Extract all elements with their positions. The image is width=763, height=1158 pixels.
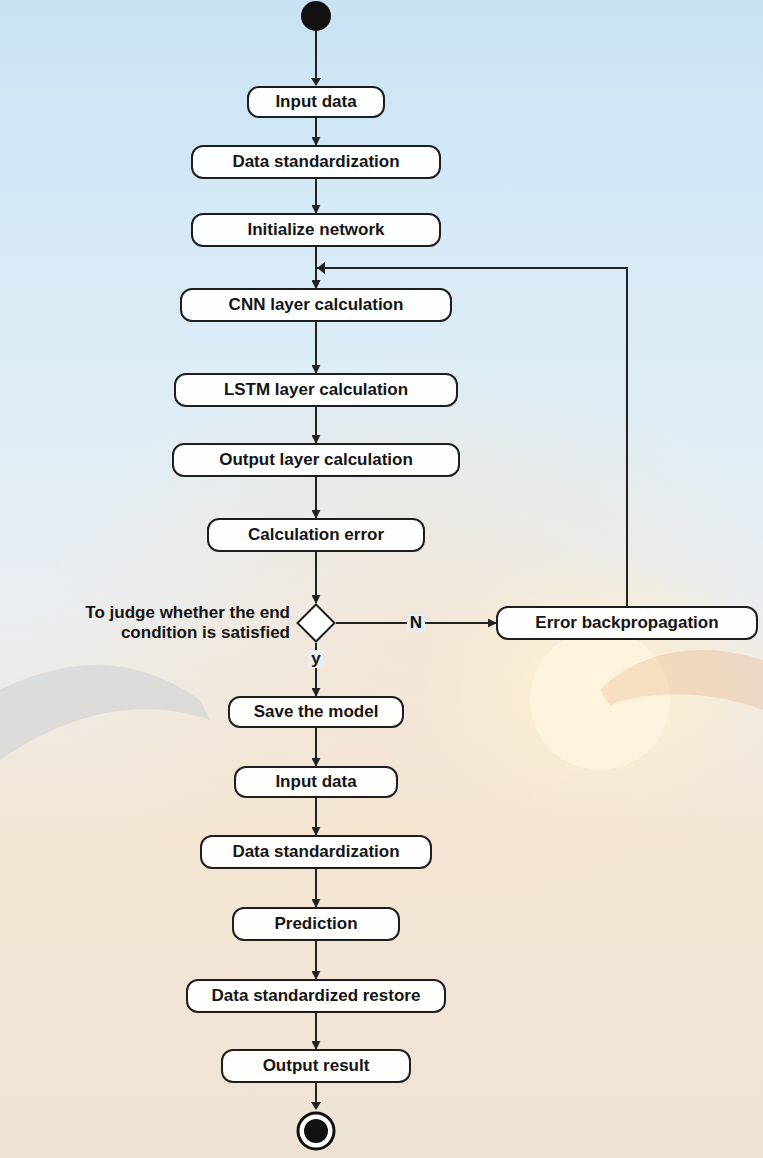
box-label: CNN layer calculation [229, 295, 404, 315]
box-label: Output layer calculation [219, 450, 413, 470]
box-label: Save the model [254, 702, 379, 722]
end-circle [298, 1113, 334, 1149]
flow-arrow [315, 728, 317, 766]
flow-arrow [315, 941, 317, 979]
process-box: Data standardization [200, 835, 432, 869]
process-box: Prediction [232, 907, 400, 941]
box-label: Initialize network [248, 220, 385, 240]
edge-label: N [407, 614, 425, 633]
start-connector [315, 31, 317, 80]
robot-hand [0, 665, 210, 760]
flow-arrow [315, 1013, 317, 1049]
box-label: Prediction [274, 914, 357, 934]
flow-arrow [315, 407, 317, 443]
end-connector [315, 1083, 317, 1104]
box-label: Calculation error [248, 525, 384, 545]
process-box: Output layer calculation [172, 443, 460, 477]
flow-arrow [315, 869, 317, 907]
process-box: Initialize network [191, 213, 441, 247]
edge-label: y [308, 650, 323, 669]
box-label: LSTM layer calculation [224, 380, 408, 400]
arrowhead [311, 1102, 321, 1110]
flow-arrow [315, 477, 317, 518]
arrowhead [311, 78, 321, 86]
human-hand [600, 650, 763, 710]
start-circle [301, 1, 331, 31]
flow-arrow [315, 322, 317, 373]
diamond-outline [296, 603, 336, 643]
process-box: Output result [221, 1049, 411, 1083]
process-box: CNN layer calculation [180, 288, 452, 322]
box-label: Input data [275, 772, 356, 792]
end-circle-core [304, 1119, 328, 1143]
flow-arrow [315, 118, 317, 145]
process-box: Input data [247, 86, 385, 118]
box-label: Output result [263, 1056, 370, 1076]
box-label: Data standardization [232, 842, 399, 862]
process-box: Calculation error [207, 518, 425, 552]
box-label: Error backpropagation [535, 613, 718, 633]
decision-diamond: To judge whether the end condition is sa… [296, 603, 336, 643]
process-box: Data standardization [191, 145, 441, 179]
flow-arrow [315, 552, 317, 603]
process-box: Save the model [228, 696, 404, 728]
box-label: Data standardized restore [212, 986, 421, 1006]
flow-arrow [315, 798, 317, 835]
process-box: Error backpropagation [496, 606, 758, 640]
flow-arrow [315, 179, 317, 213]
box-label: Data standardization [232, 152, 399, 172]
process-box: LSTM layer calculation [174, 373, 458, 407]
sun-glow [530, 630, 670, 770]
process-box: Input data [234, 766, 398, 798]
process-box: Data standardized restore [186, 979, 446, 1013]
decision-label: To judge whether the end condition is sa… [50, 603, 290, 642]
box-label: Input data [275, 92, 356, 112]
